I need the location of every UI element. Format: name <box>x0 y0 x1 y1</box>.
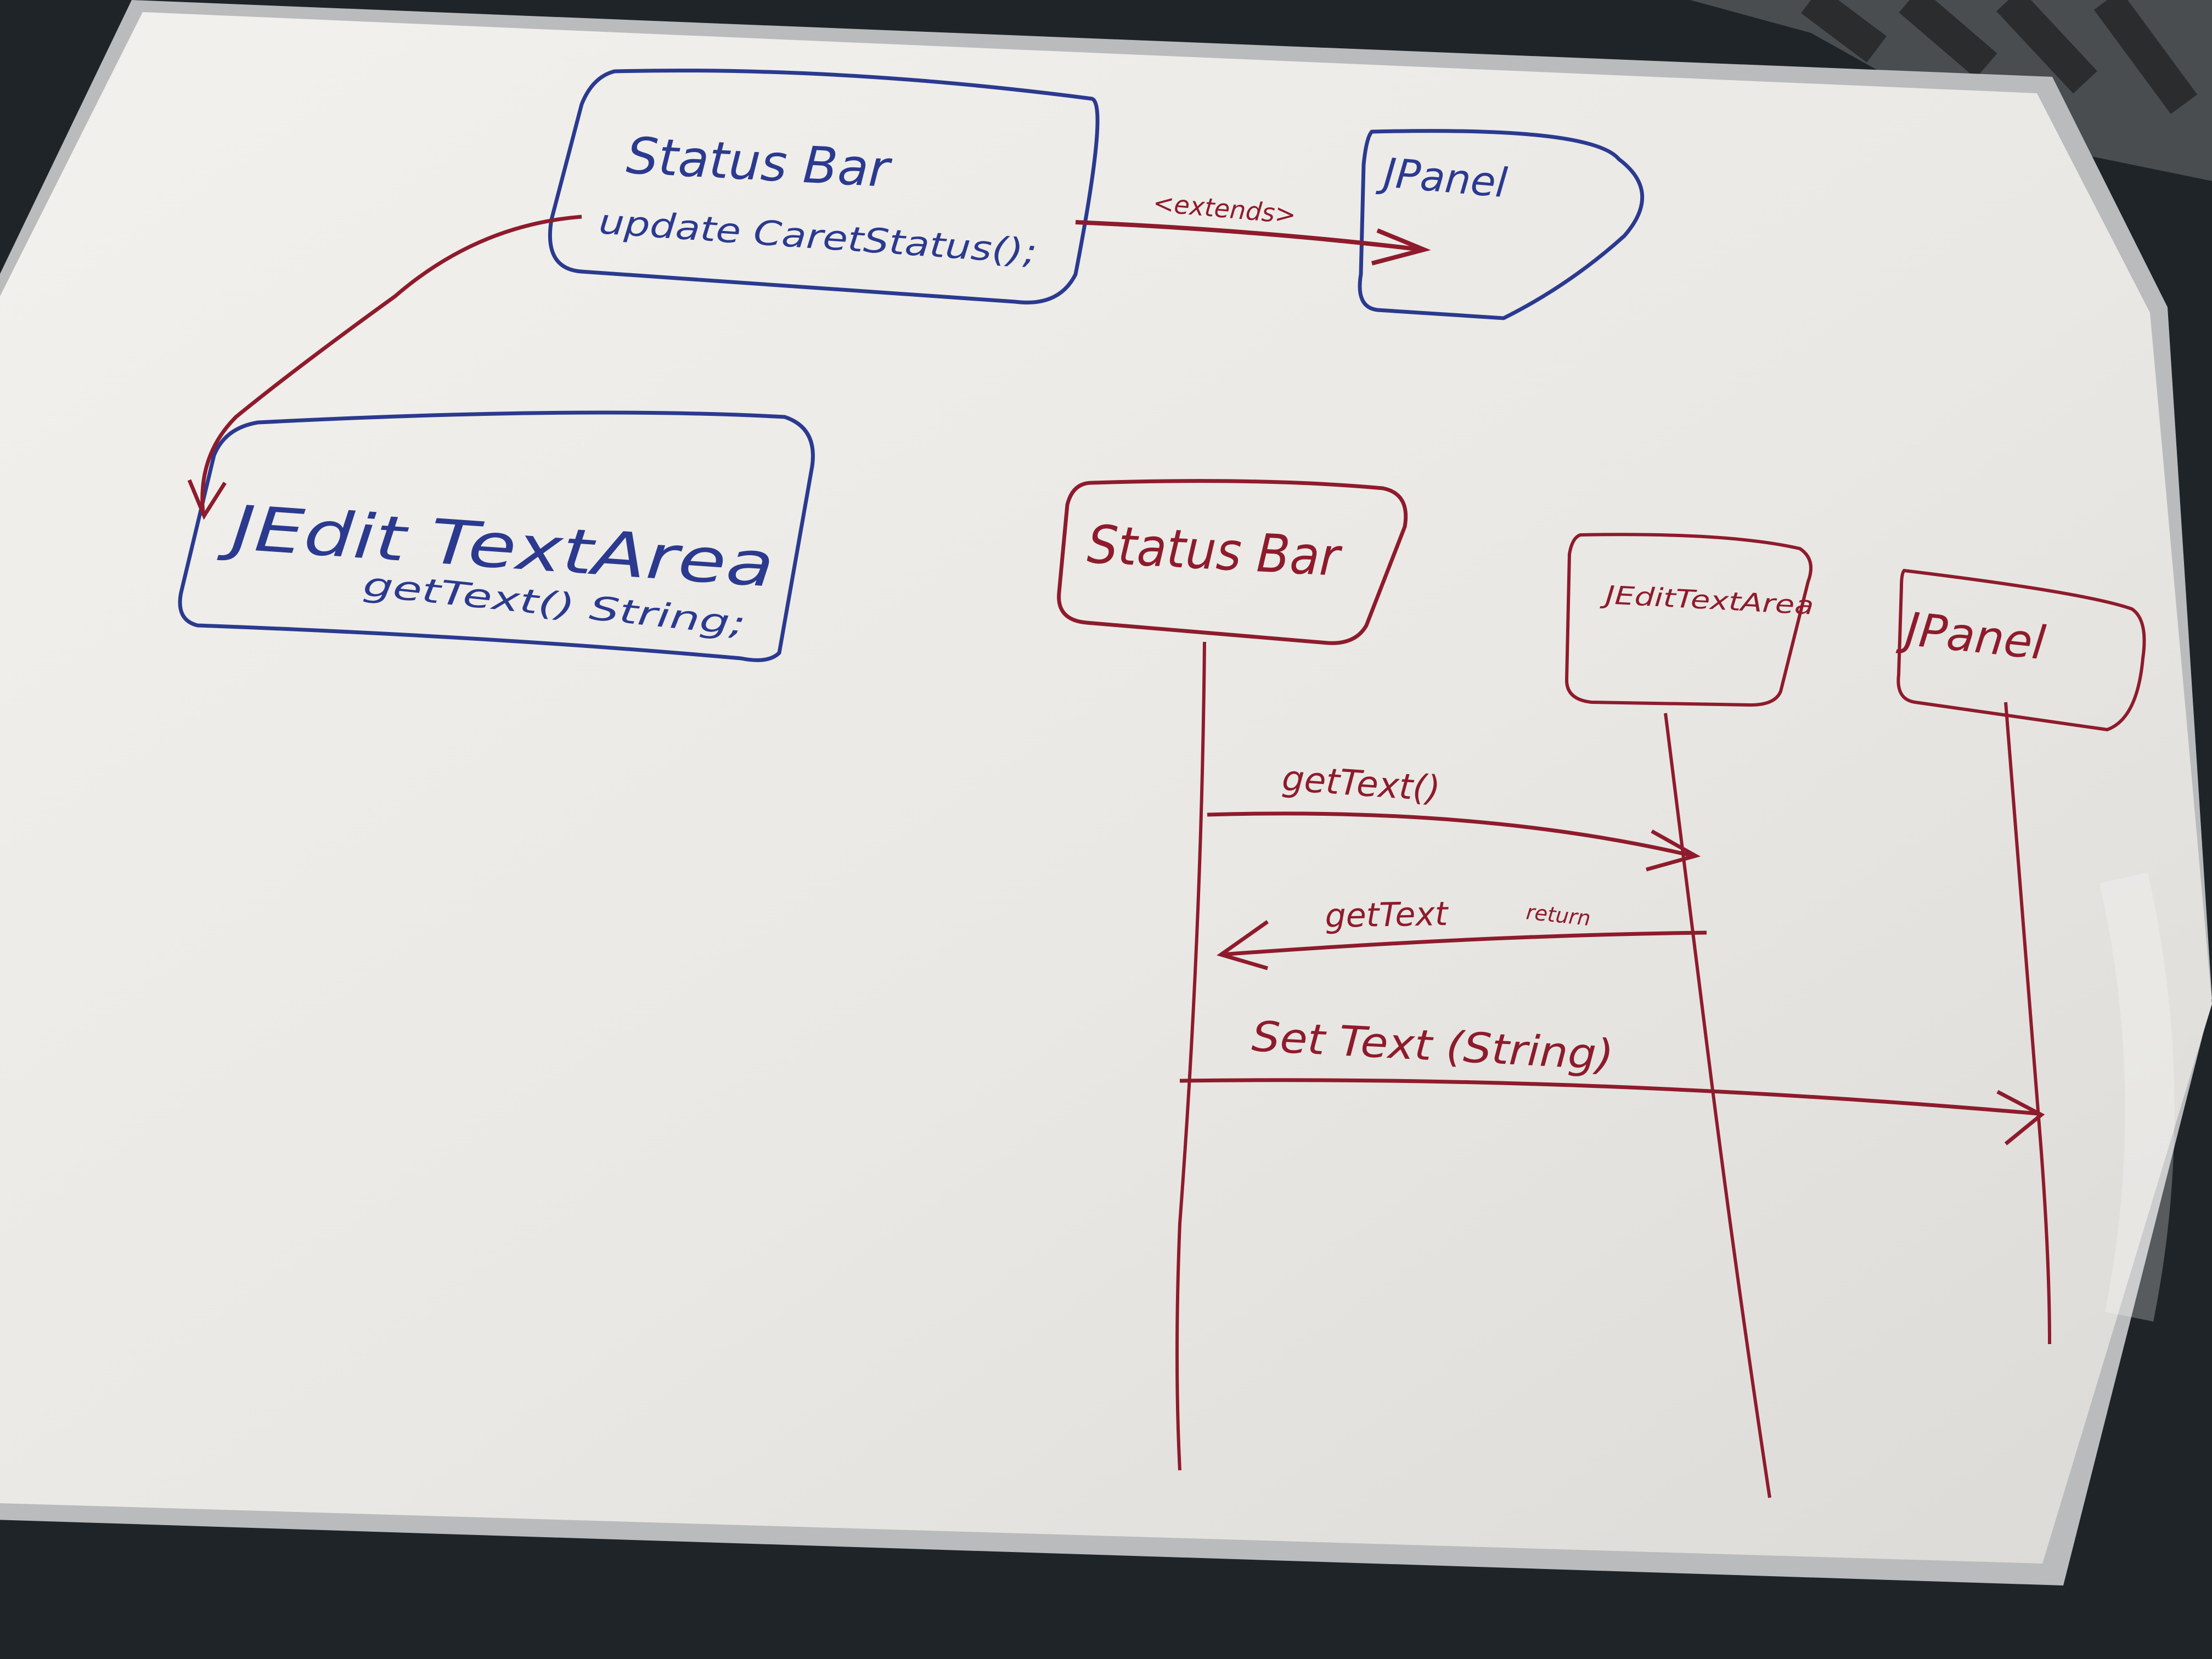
class-jpanel: JPanel <box>1358 129 1644 320</box>
message-get-text-line <box>1207 811 1693 858</box>
lifeline-status-bar-name: Status Bar <box>1086 514 1344 588</box>
message-get-text-return-line <box>1220 930 1707 957</box>
lifeline-jedit-text-area-line <box>1664 713 1771 1498</box>
class-status-bar-box <box>548 69 1100 304</box>
fabric-stripes <box>1801 0 2198 114</box>
extends-arrow: <extends> <box>1075 188 1431 266</box>
message-set-text-arrowhead <box>1996 1090 2045 1146</box>
board-surface <box>0 12 2212 1564</box>
association-arrow <box>187 215 582 520</box>
lifeline-jpanel-box <box>1896 568 2146 732</box>
class-jedit-text-area-box <box>178 410 815 662</box>
lifeline-jedit-text-area-box <box>1564 533 1813 707</box>
message-set-text-line <box>1179 1078 2039 1116</box>
lifeline-jpanel-line <box>2004 702 2051 1345</box>
lifeline-status-bar: Status Bar <box>1057 479 1408 1471</box>
extends-arrow-line <box>1075 220 1422 252</box>
class-status-bar-name: Status Bar <box>625 126 894 199</box>
class-jpanel-box <box>1358 129 1644 320</box>
message-get-text-arrowhead <box>1646 829 1701 872</box>
lifeline-status-bar-box <box>1057 479 1408 645</box>
board-highlight <box>2100 872 2175 1322</box>
extends-arrowhead <box>1371 228 1431 266</box>
association-line <box>200 215 582 514</box>
message-get-text-return-label: getText <box>1325 895 1449 935</box>
class-jpanel-name: JPanel <box>1375 149 1509 207</box>
message-get-text-return-arrowhead <box>1217 920 1269 970</box>
association-arrowhead <box>187 479 227 520</box>
lifeline-status-bar-line <box>1175 641 1206 1471</box>
message-get-text-return: getText return <box>1217 895 1707 970</box>
